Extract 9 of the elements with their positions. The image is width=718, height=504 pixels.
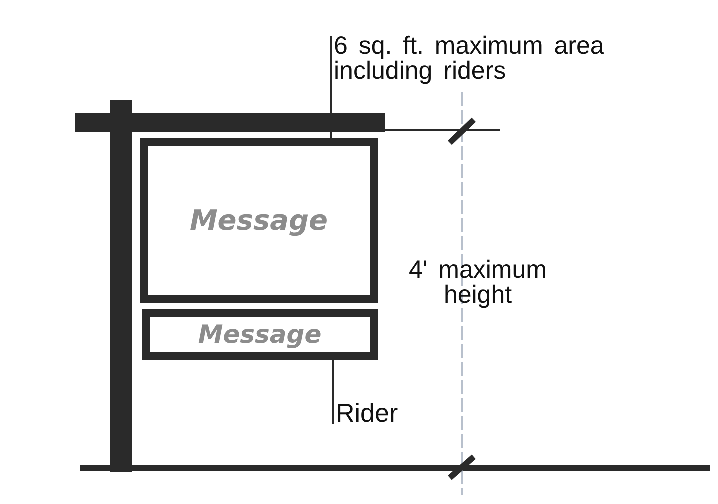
message-text: Message — [198, 320, 322, 349]
message-text: Message — [190, 204, 328, 237]
dimension-label: 4' maximum height — [408, 258, 548, 308]
area-note: 6 sq. ft. maximum area including riders — [334, 34, 664, 84]
rider-label: Rider — [336, 400, 456, 426]
rider-panel — [142, 309, 378, 360]
leader-line — [332, 360, 334, 424]
sign-panel — [140, 138, 378, 303]
leader-line — [330, 36, 332, 138]
